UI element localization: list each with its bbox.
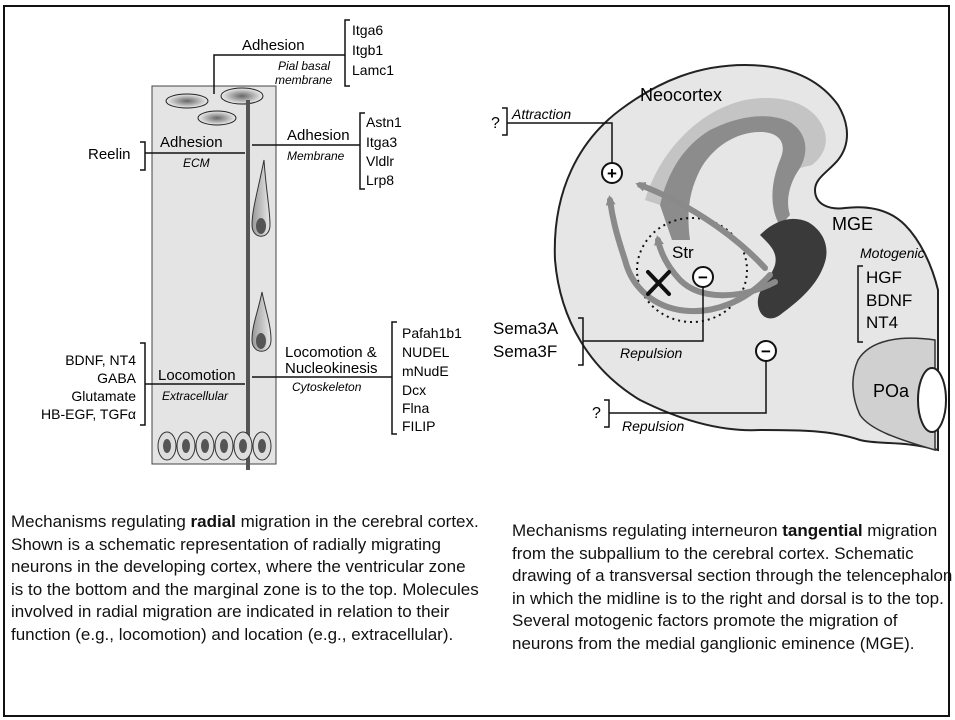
caption-tangential-post: migration from the subpallium to the cer… (512, 521, 952, 653)
factor-glutamate: Glutamate (71, 388, 136, 404)
ventricle-shape (918, 368, 946, 432)
caption-tangential: Mechanisms regulating interneuron tangen… (512, 520, 955, 655)
caption-radial-bold: radial (191, 512, 236, 531)
figure-diagrams: Adhesion Pial basal membrane Itga6 Itgb1… (0, 0, 955, 500)
factor-hbegf-tgfa: HB-EGF, TGFα (41, 406, 136, 422)
membrane-gene-vldlr: Vldlr (366, 153, 394, 169)
neuron-nucleus (256, 218, 266, 234)
pial-membrane-label: Pial basal (278, 59, 330, 73)
adhesion-membrane-label: Adhesion (287, 127, 350, 144)
attraction-label: Attraction (511, 106, 571, 122)
cyto-gene-mnude: mNudE (402, 363, 449, 379)
cyto-gene-dcx: Dcx (402, 382, 426, 398)
cytoskeleton-label: Cytoskeleton (292, 380, 362, 394)
endfoot-cell (221, 88, 263, 104)
ecm-label: ECM (183, 156, 210, 170)
membrane-gene-lrp8: Lrp8 (366, 172, 394, 188)
extracellular-label: Extracellular (162, 389, 229, 403)
attraction-question: ? (491, 115, 500, 132)
repulsion-sign-str: − (693, 267, 713, 287)
motogenic-hgf: HGF (866, 268, 902, 287)
endfoot-cell (198, 111, 236, 125)
striatum-label: Str (672, 243, 694, 262)
locomotion-label: Locomotion (158, 367, 236, 384)
caption-tangential-pre: Mechanisms regulating interneuron (512, 521, 782, 540)
repulsion-label-str: Repulsion (620, 345, 682, 361)
motogenic-nt4: NT4 (866, 313, 898, 332)
tangential-migration-diagram: + − − ? Attraction Neocortex MGE Motogen… (491, 65, 946, 450)
repulsion-label-poa: Repulsion (622, 418, 684, 434)
sema3f-label: Sema3F (493, 342, 557, 361)
cyto-gene-flna: Flna (402, 400, 429, 416)
poa-label: POa (873, 381, 910, 401)
endfoot-cell (166, 94, 208, 108)
pial-membrane-label-2: membrane (275, 73, 333, 87)
attraction-sign: + (602, 163, 622, 183)
caption-radial-post: migration in the cerebral cortex. Shown … (11, 512, 479, 644)
cyto-gene-pafah1b1: Pafah1b1 (402, 325, 462, 341)
reelin-label: Reelin (88, 146, 131, 163)
membrane-label: Membrane (287, 149, 345, 163)
repulsion-sign-poa: − (756, 341, 776, 361)
repulsion-question: ? (592, 405, 601, 422)
caption-radial: Mechanisms regulating radial migration i… (11, 511, 481, 646)
loco-nucleo-label: Locomotion & (285, 344, 377, 361)
radial-migration-diagram: Adhesion Pial basal membrane Itga6 Itgb1… (41, 20, 462, 470)
pial-gene-lamc1: Lamc1 (352, 62, 394, 78)
membrane-gene-itga3: Itga3 (366, 134, 397, 150)
mge-label: MGE (832, 214, 873, 234)
neocortex-label: Neocortex (640, 85, 722, 105)
membrane-gene-astn1: Astn1 (366, 114, 402, 130)
pial-gene-itgb1: Itgb1 (352, 42, 383, 58)
cyto-gene-filip: FILIP (402, 418, 435, 434)
factor-bdnf-nt4: BDNF, NT4 (65, 352, 136, 368)
adhesion-top-label: Adhesion (242, 37, 305, 54)
pial-gene-itga6: Itga6 (352, 22, 383, 38)
minus-sign: − (761, 342, 771, 361)
motogenic-label: Motogenic (860, 245, 925, 261)
minus-sign: − (698, 268, 708, 287)
motogenic-bdnf: BDNF (866, 291, 912, 310)
loco-nucleo-label-2: Nucleokinesis (285, 360, 378, 377)
plus-sign: + (607, 164, 617, 183)
caption-tangential-bold: tangential (782, 521, 862, 540)
caption-radial-pre: Mechanisms regulating (11, 512, 191, 531)
factor-gaba: GABA (97, 370, 137, 386)
adhesion-ecm-label: Adhesion (160, 134, 223, 151)
cyto-gene-nudel: NUDEL (402, 344, 450, 360)
neuron-nucleus (256, 333, 266, 349)
sema3a-label: Sema3A (493, 319, 559, 338)
